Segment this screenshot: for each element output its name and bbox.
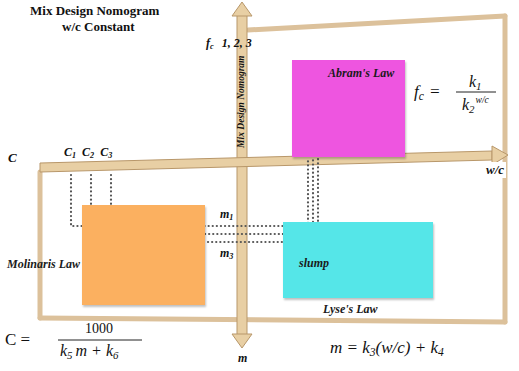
- dotted-connector: [312, 157, 314, 222]
- label-group: C: [8, 150, 17, 166]
- axis-label: =: [429, 82, 440, 101]
- axis-label: w/c: [486, 162, 504, 177]
- axis-label: C =: [5, 330, 30, 349]
- axis-label: C: [82, 145, 90, 159]
- subscript: 3: [370, 346, 376, 359]
- law-heading: slump: [299, 256, 329, 270]
- axis-label: w/c Constant: [62, 19, 135, 34]
- axis-label: m: [220, 207, 229, 221]
- law-subheading: Lyse's Law: [323, 302, 378, 316]
- frame-lines: [40, 16, 505, 322]
- label-group: C1C2C3: [64, 145, 112, 161]
- axis-label: f: [414, 82, 419, 101]
- label-group: fc =: [414, 82, 440, 104]
- label-group: k5 m + k6: [60, 341, 118, 362]
- subscript: 5: [67, 349, 72, 361]
- subscript: 3: [229, 252, 233, 261]
- axis-label: k: [60, 342, 67, 359]
- label-group: C =: [5, 330, 30, 350]
- axis-label: C: [64, 145, 72, 159]
- subscript: c: [419, 90, 424, 103]
- axis-label: 1000: [85, 321, 113, 336]
- axis-label: m: [220, 246, 229, 260]
- fraction-bars: [58, 92, 496, 340]
- axis-label: 1, 2, 3: [222, 36, 252, 50]
- label-group: fc 1, 2, 3: [206, 36, 252, 52]
- wc-axis-beam: [40, 146, 508, 172]
- axis-label: C: [8, 150, 17, 165]
- label-group: w/c: [484, 162, 506, 178]
- sticky-panel: [82, 205, 205, 305]
- axis-label: k: [469, 73, 476, 90]
- label-group: Mix Design Nomogram: [236, 56, 247, 148]
- dotted-connector: [205, 233, 283, 235]
- law-panel: slumpLyse's Law: [283, 222, 433, 318]
- axis-label: Mix Design Nomogram: [236, 56, 246, 148]
- label-group: m: [236, 351, 249, 365]
- label-group: m3: [220, 246, 233, 262]
- subscript: 4: [438, 346, 444, 359]
- label-group: w/c Constant: [62, 19, 135, 35]
- label-group: m = k3(w/c) + k4: [330, 338, 444, 360]
- subscript: 1: [72, 151, 76, 160]
- axis-label: m: [238, 351, 247, 365]
- axis-label: k: [462, 96, 469, 113]
- axis-label: (w/c) + k: [376, 338, 438, 357]
- subscript: 2: [90, 151, 94, 160]
- axis-label: m = k: [330, 338, 370, 357]
- m-axis-beam: [232, 2, 252, 348]
- subscript: 1: [229, 213, 233, 222]
- superscript: w/c: [476, 94, 489, 105]
- subscript: c: [210, 42, 214, 51]
- law-panel: Abram's Law: [292, 60, 405, 157]
- axis-label: f: [206, 36, 210, 50]
- law-heading: Molinaris Law: [7, 257, 80, 271]
- subscript: 6: [113, 349, 118, 361]
- law-heading: Abram's Law: [328, 66, 394, 80]
- law-panel: Molinaris Law: [5, 205, 205, 305]
- subscript: 1: [476, 80, 481, 92]
- label-group: 1000: [85, 321, 113, 338]
- diagram-title: Mix Design Nomogram: [30, 3, 159, 19]
- subscript: 3: [108, 151, 112, 160]
- label-group: k2w/c: [462, 94, 489, 116]
- axis-label: C: [100, 145, 108, 159]
- subscript: 2: [469, 103, 474, 115]
- axis-label: m + k: [76, 342, 113, 359]
- label-group: m1: [220, 207, 233, 223]
- label-group: k1: [469, 72, 482, 93]
